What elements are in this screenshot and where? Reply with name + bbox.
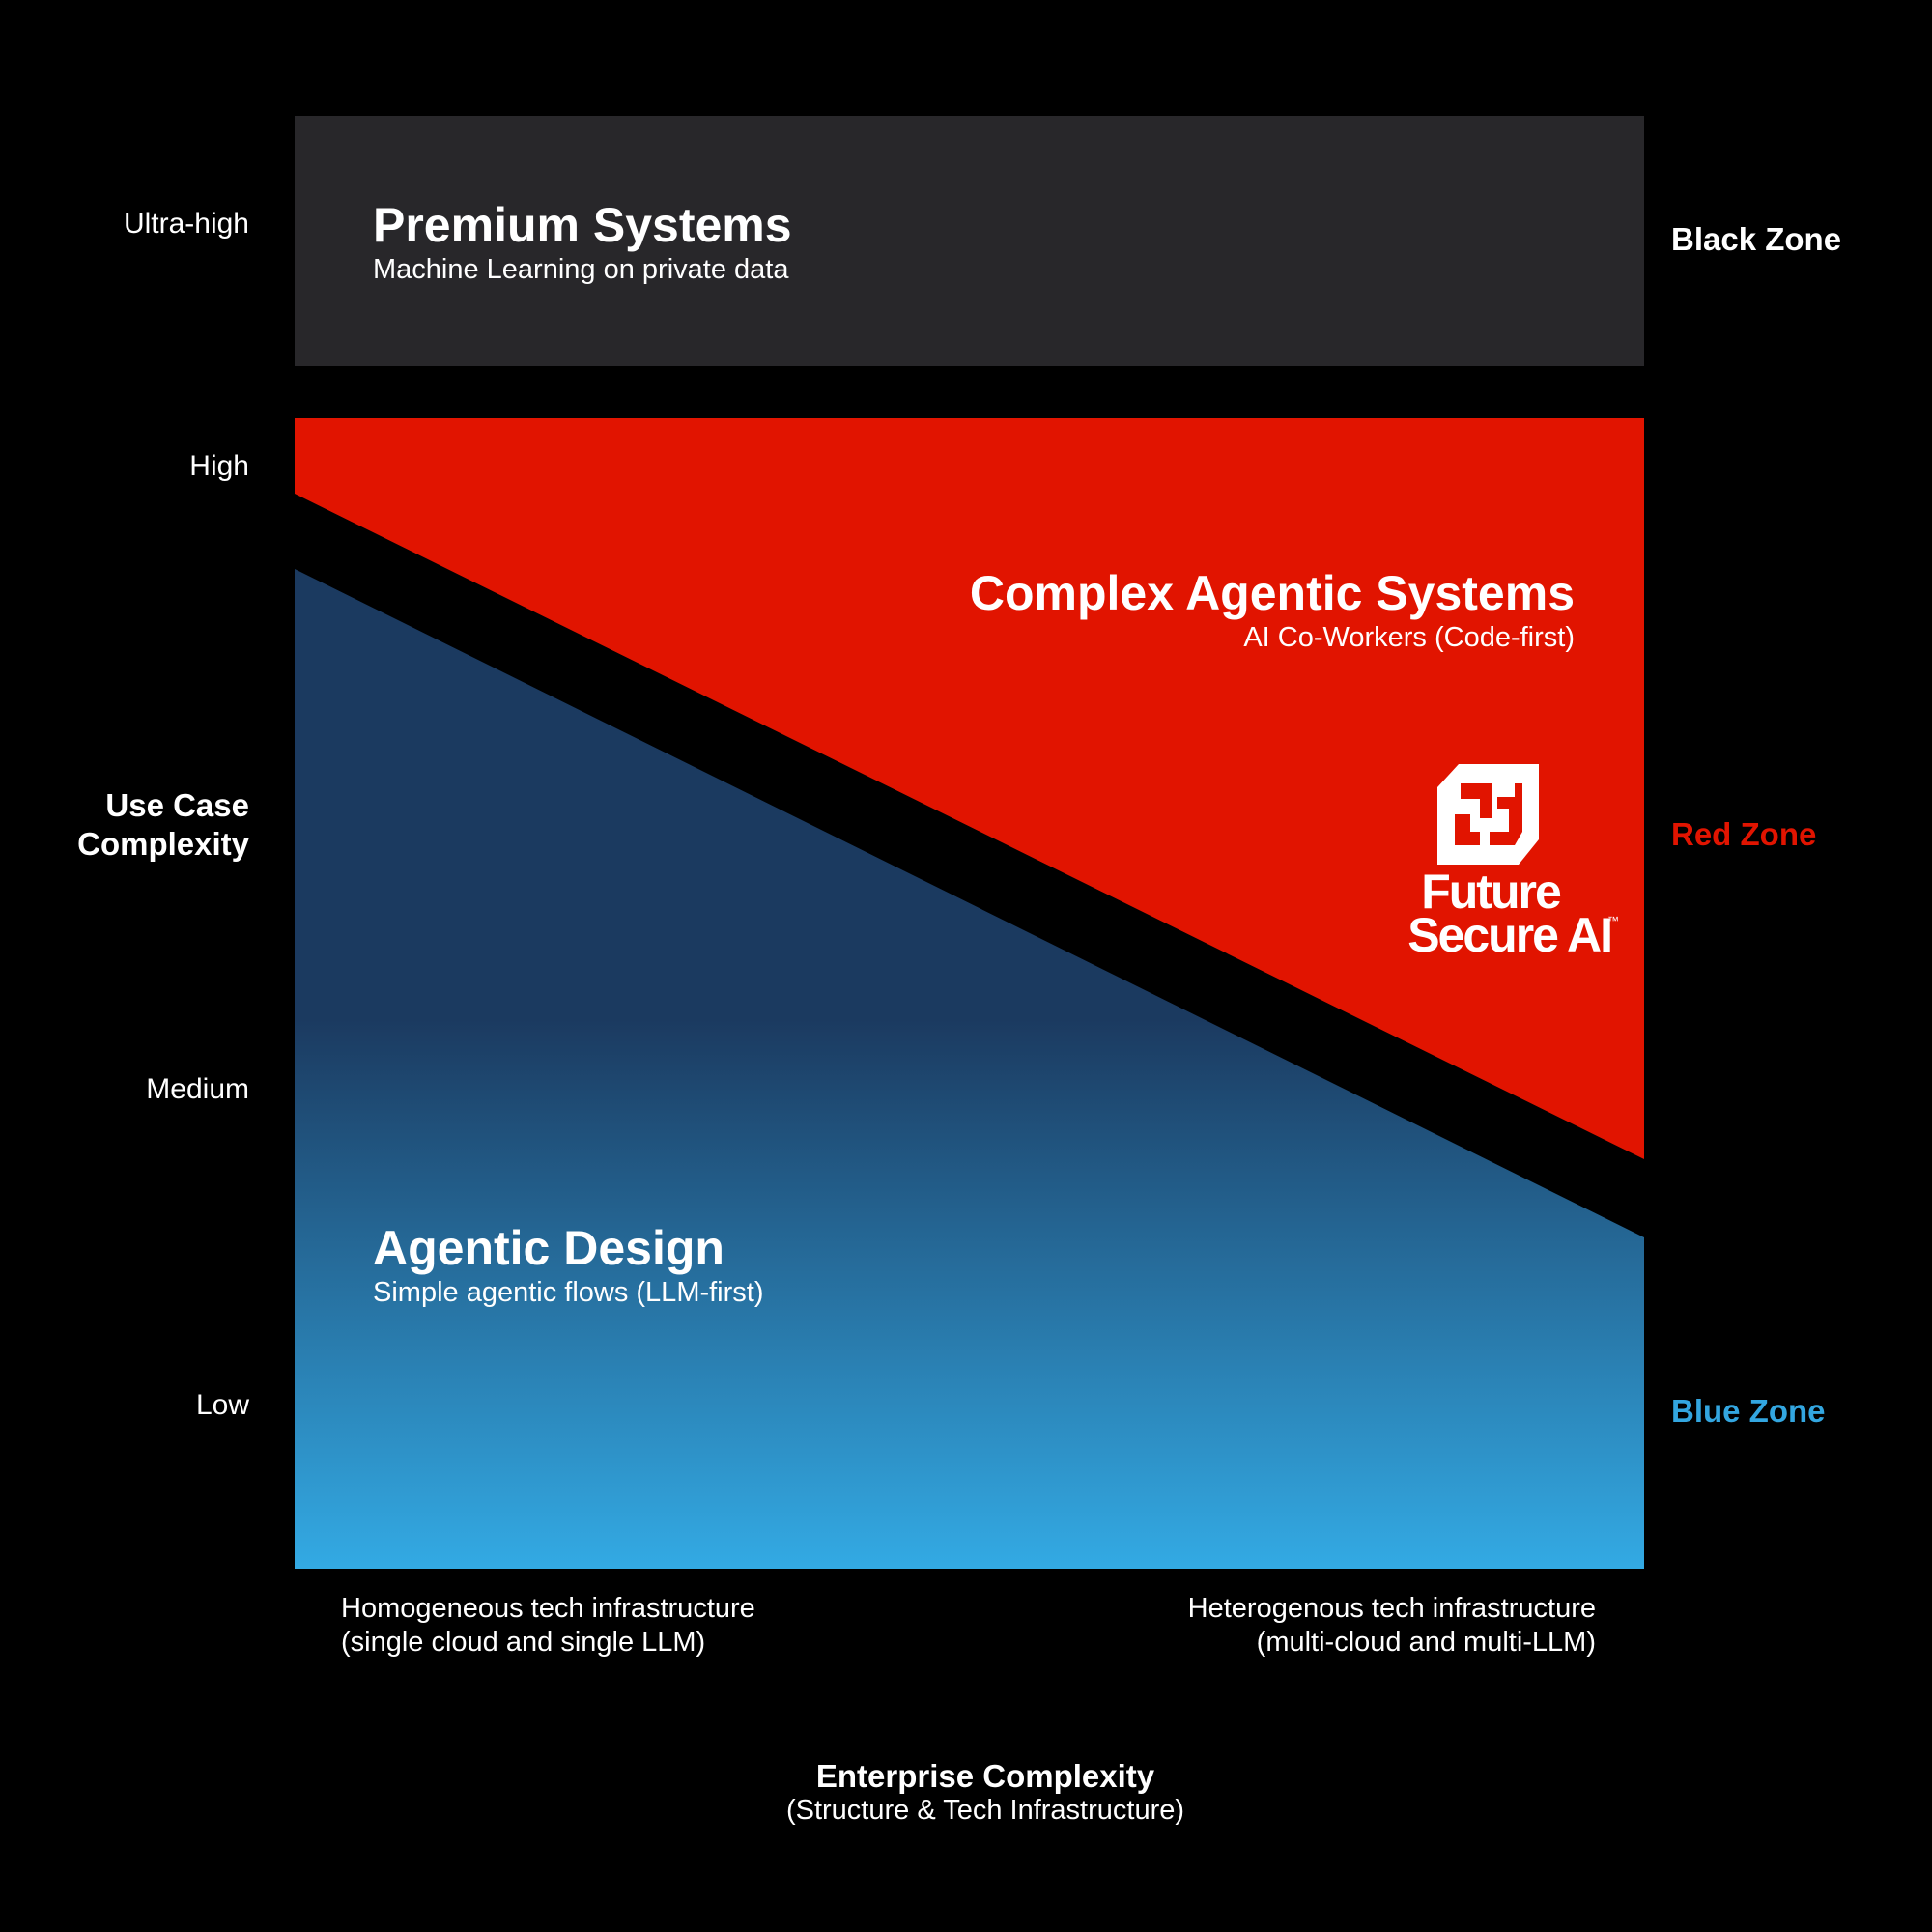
y-level-high: High: [189, 450, 249, 482]
y-axis-title-line1: Use Case: [105, 787, 249, 823]
zone-label-blue: Blue Zone: [1671, 1393, 1826, 1429]
future-secure-ai-logo-mark: [1437, 764, 1539, 865]
logo-wordmark-line1: Future: [1421, 865, 1562, 919]
x-left-label-line2: (single cloud and single LLM): [341, 1627, 706, 1658]
agentic-design-title: Agentic Design: [373, 1221, 724, 1275]
x-left-label-line1: Homogeneous tech infrastructure: [341, 1593, 755, 1624]
premium-systems-region: [295, 116, 1644, 366]
agentic-design-region: [295, 569, 1644, 1569]
x-right-label-line2: (multi-cloud and multi-LLM): [1256, 1627, 1596, 1658]
complex-agentic-subtitle: AI Co-Workers (Code-first): [1243, 622, 1575, 653]
logo-wordmark-line2: Secure AI: [1407, 908, 1613, 962]
x-axis-title: Enterprise Complexity: [815, 1758, 1155, 1794]
y-level-ultra-high: Ultra-high: [123, 208, 249, 240]
complex-agentic-title: Complex Agentic Systems: [969, 566, 1575, 620]
zone-label-red: Red Zone: [1671, 816, 1817, 852]
logo-trademark: ™: [1607, 914, 1619, 927]
y-level-low: Low: [195, 1389, 249, 1421]
complex-agentic-region: [295, 418, 1644, 1159]
zone-label-black: Black Zone: [1671, 221, 1842, 257]
agentic-design-subtitle: Simple agentic flows (LLM-first): [373, 1277, 764, 1308]
y-axis-title-line2: Complexity: [77, 826, 249, 862]
x-right-label-line1: Heterogenous tech infrastructure: [1187, 1593, 1596, 1624]
y-level-medium: Medium: [146, 1073, 249, 1105]
premium-systems-title: Premium Systems: [373, 198, 792, 252]
x-axis-subtitle: (Structure & Tech Infrastructure): [785, 1795, 1185, 1826]
premium-systems-subtitle: Machine Learning on private data: [373, 254, 789, 285]
